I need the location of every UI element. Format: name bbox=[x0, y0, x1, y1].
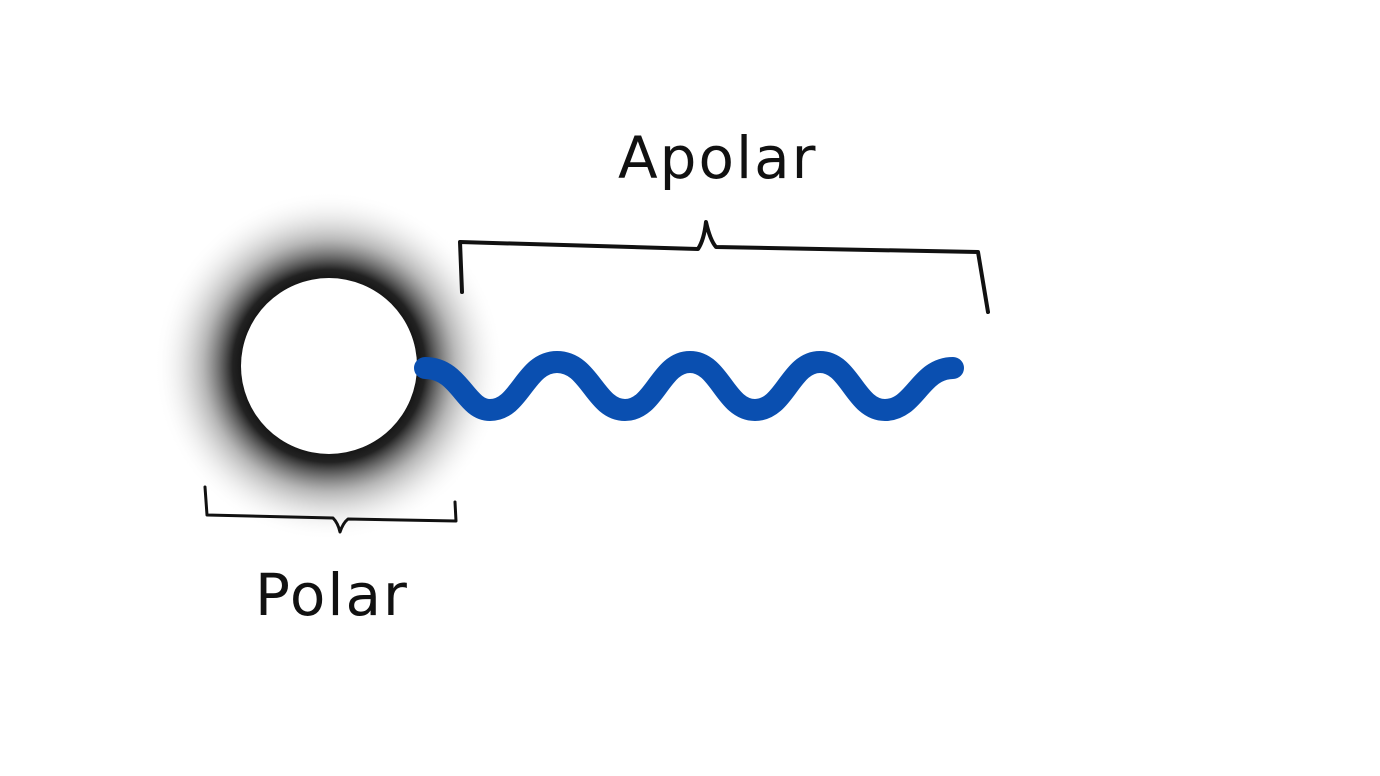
polar-bracket bbox=[203, 485, 458, 534]
apolar-bracket bbox=[458, 220, 990, 314]
polar-label: Polar bbox=[255, 561, 409, 629]
polar-head bbox=[241, 278, 417, 454]
apolar-label: Apolar bbox=[618, 124, 817, 192]
apolar-tail bbox=[414, 350, 964, 422]
